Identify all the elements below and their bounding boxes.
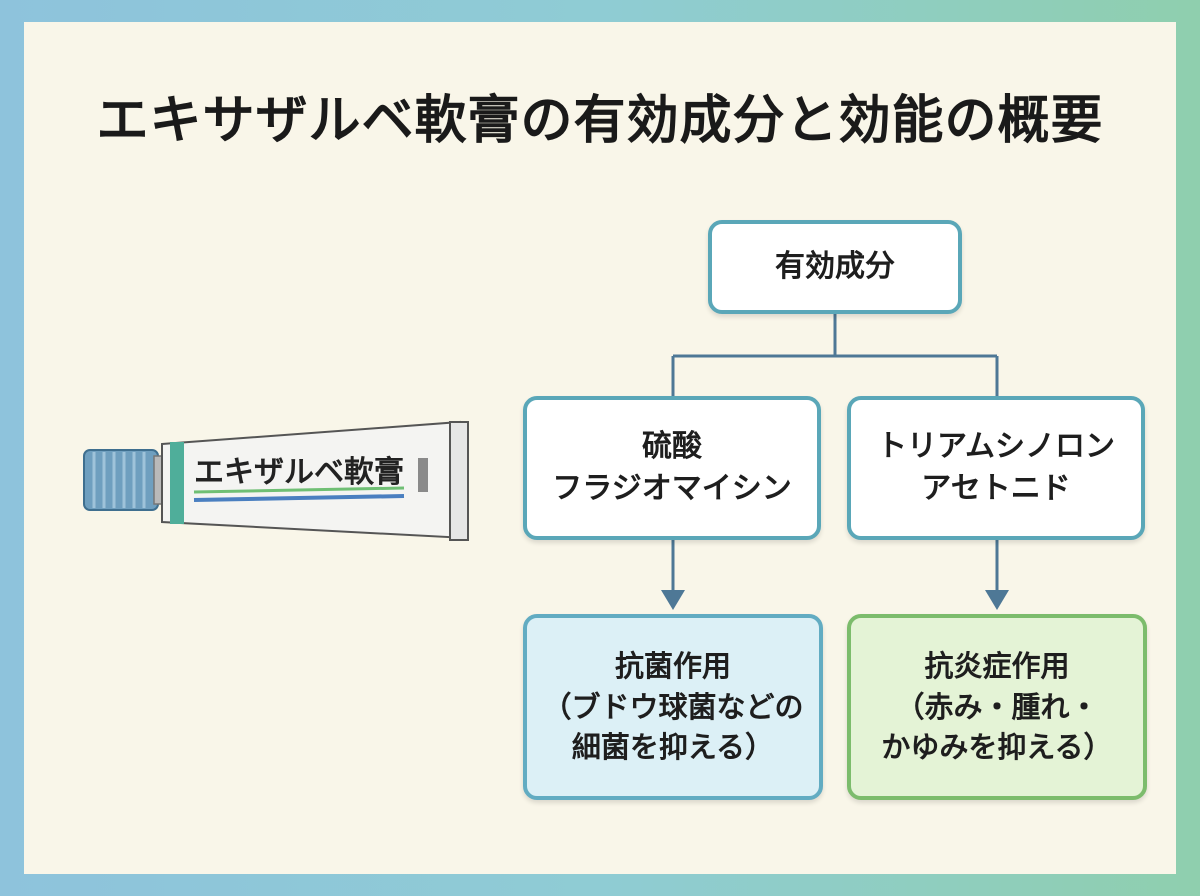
triamcinolone-label: トリアムシノロン アセトニド (877, 429, 1115, 506)
ointment-tube-illustration: エキザルベ軟膏 (83, 420, 469, 541)
tube-label-tab (418, 458, 428, 492)
antibacterial-effect-box: 抗菌作用 （ブドウ球菌などの 細菌を抑える） (523, 614, 823, 800)
antiinflammatory-effect-label: 抗炎症作用 （赤み・腫れ・ かゆみを抑える） (881, 649, 1113, 765)
page-title: エキサザルベ軟膏の有効成分と効能の概要 (96, 91, 1104, 151)
tube-green-line (193, 486, 405, 494)
tube-crimp (449, 421, 469, 541)
right-arrow-head (985, 590, 1009, 610)
fradiomycin-label: 硫酸 フラジオマイシン (552, 429, 792, 506)
active-ingredients-box: 有効成分 (708, 220, 962, 314)
tube-cap (83, 449, 165, 511)
antiinflammatory-effect-box: 抗炎症作用 （赤み・腫れ・ かゆみを抑える） (847, 614, 1147, 800)
active-ingredients-label: 有効成分 (775, 249, 895, 284)
fradiomycin-box: 硫酸 フラジオマイシン (523, 396, 821, 540)
triamcinolone-box: トリアムシノロン アセトニド (847, 396, 1145, 540)
antibacterial-effect-label: 抗菌作用 （ブドウ球菌などの 細菌を抑える） (542, 649, 804, 765)
tube-product-name: エキザルベ軟膏 (194, 455, 404, 490)
tube-blue-line (193, 494, 405, 502)
tube-teal-stripe (170, 442, 184, 524)
left-arrow-head (661, 590, 685, 610)
